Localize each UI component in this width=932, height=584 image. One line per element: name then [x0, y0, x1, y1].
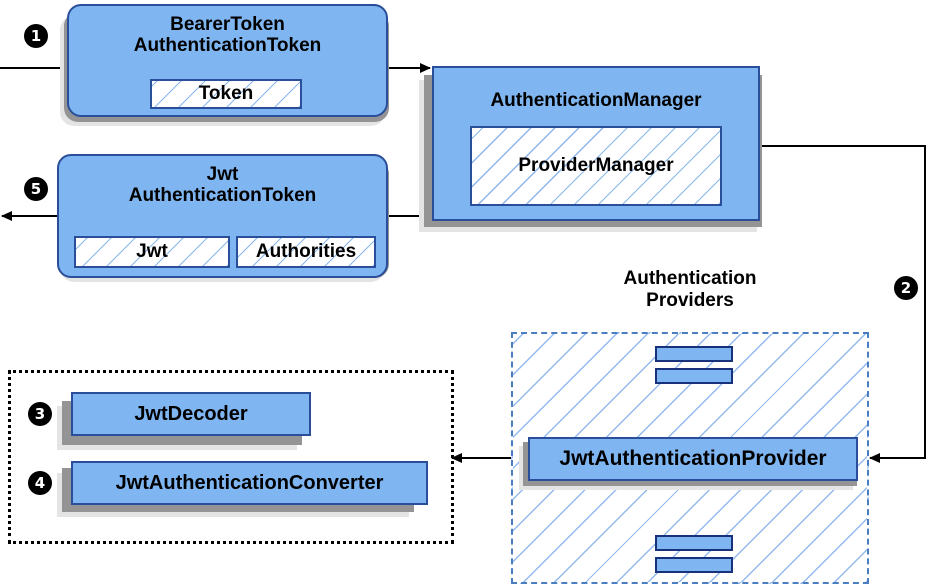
jwt-authentication-converter-node[interactable]: JwtAuthenticationConverter — [71, 461, 428, 505]
jwt-label: Jwt — [136, 241, 168, 262]
token-label: Token — [198, 83, 254, 104]
step-bullet-4: 4 — [28, 471, 52, 495]
step-bullet-2: 2 — [894, 276, 918, 300]
step-bullet-5: 5 — [24, 177, 48, 201]
provider-manager-subbox[interactable]: ProviderManager — [470, 126, 722, 206]
jwt-subbox[interactable]: Jwt — [74, 236, 230, 268]
jwt-authentication-converter-label: JwtAuthenticationConverter — [115, 471, 384, 494]
jwt-authentication-provider-node[interactable]: JwtAuthenticationProvider — [528, 437, 858, 481]
jwt-decoder-node[interactable]: JwtDecoder — [71, 392, 311, 436]
jwt-support-container — [8, 370, 454, 544]
authentication-manager-title: AuthenticationManager — [490, 90, 702, 111]
authorities-label: Authorities — [255, 241, 357, 262]
provider-bar-bottom-2 — [655, 557, 733, 573]
step-bullet-3: 3 — [28, 402, 52, 426]
step-bullet-4-number: 4 — [34, 473, 46, 492]
provider-manager-label: ProviderManager — [518, 155, 674, 176]
authorities-subbox[interactable]: Authorities — [236, 236, 376, 268]
step-bullet-1: 1 — [24, 24, 48, 48]
bearer-token-title-line1: BearerToken — [170, 14, 285, 35]
bearer-token-title-line2: AuthenticationToken — [133, 35, 322, 57]
jwt-token-title-line2: AuthenticationToken — [128, 185, 317, 207]
step-bullet-1-number: 1 — [30, 26, 42, 45]
token-subbox[interactable]: Token — [150, 79, 302, 109]
authentication-providers-caption: Authentication Providers — [623, 268, 757, 311]
provider-bar-bottom-1 — [655, 535, 733, 551]
step-bullet-2-number: 2 — [900, 278, 912, 297]
step-bullet-5-number: 5 — [30, 179, 42, 198]
jwt-decoder-label: JwtDecoder — [134, 402, 248, 425]
provider-bar-top-1 — [655, 346, 733, 362]
jwt-authentication-provider-label: JwtAuthenticationProvider — [559, 447, 827, 471]
step-bullet-3-number: 3 — [34, 404, 46, 423]
jwt-token-title-line1: Jwt — [206, 164, 239, 185]
provider-bar-top-2 — [655, 368, 733, 384]
